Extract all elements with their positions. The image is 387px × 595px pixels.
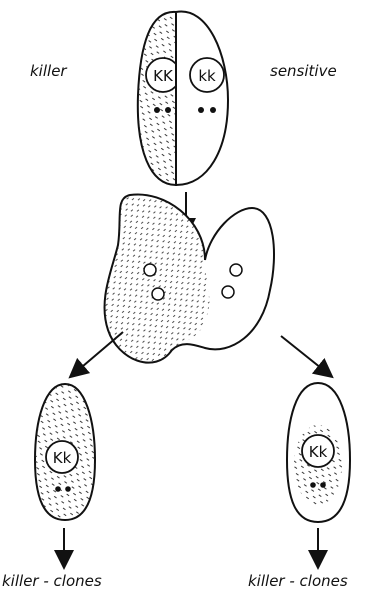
kappa-particle — [310, 482, 316, 488]
sensitive-dot — [210, 107, 216, 113]
micronucleus — [152, 288, 164, 300]
conjugation-complex — [105, 194, 275, 362]
arrow-to-right-offspring — [281, 336, 326, 372]
left-offspring-genotype: Kk — [53, 449, 72, 467]
micronucleus — [222, 286, 234, 298]
kappa-particle — [65, 486, 71, 492]
sensitive-parent-genotype: kk — [198, 67, 216, 85]
micronucleus — [230, 264, 242, 276]
kappa-particle — [55, 486, 61, 492]
kappa-particle — [154, 107, 160, 113]
kappa-particle — [320, 482, 326, 488]
right-offspring-cell: Kk — [287, 383, 350, 522]
kappa-particle — [165, 107, 171, 113]
label-killer-clones-right: killer - clones — [248, 574, 348, 589]
left-offspring-cell: Kk — [35, 384, 95, 520]
killer-parent-cell: KK — [138, 12, 180, 185]
killer-parent-genotype: KK — [153, 67, 174, 85]
label-sensitive: sensitive — [270, 64, 337, 79]
right-offspring-genotype: Kk — [309, 443, 328, 461]
arrow-to-left-offspring — [76, 332, 123, 372]
sensitive-dot — [198, 107, 204, 113]
micronucleus — [144, 264, 156, 276]
sensitive-parent-cell: kk — [176, 11, 228, 185]
label-killer: killer — [30, 64, 67, 79]
label-killer-clones-left: killer - clones — [2, 574, 102, 589]
